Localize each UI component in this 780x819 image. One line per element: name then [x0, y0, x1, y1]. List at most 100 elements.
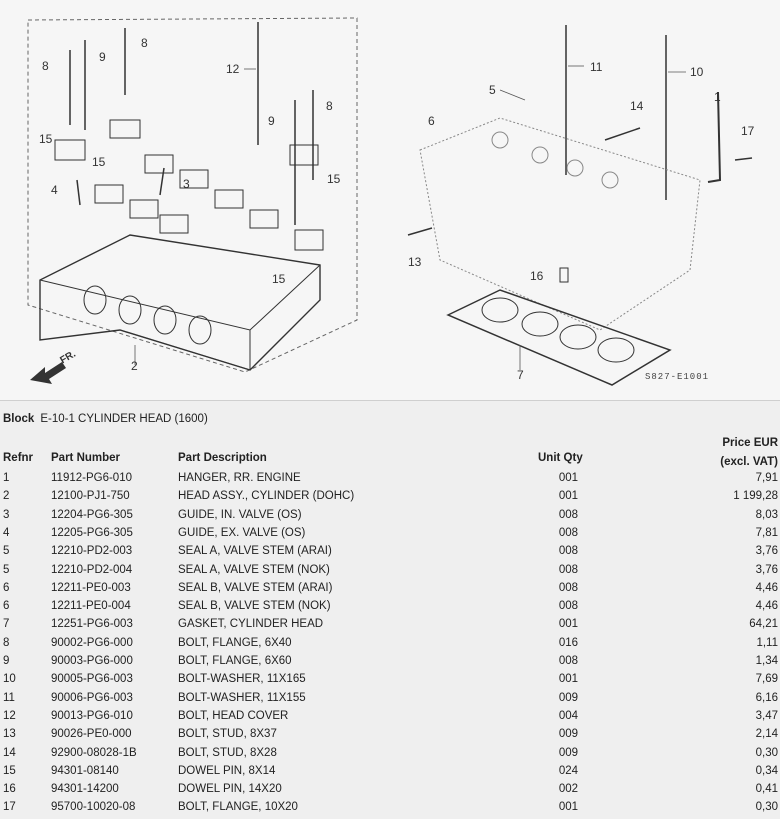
cell-part-number: 12210-PD2-003: [51, 545, 133, 558]
col-part-number: Part Number: [51, 452, 121, 464]
cell-unit-qty: 008: [558, 581, 578, 594]
callout-2: 2: [131, 359, 138, 373]
cell-unit-qty: 008: [558, 655, 578, 667]
callout-7: 7: [517, 368, 524, 382]
cell-part-number: 92900-08028-1B: [51, 746, 137, 759]
cell-unit-qty: 024: [558, 764, 578, 777]
cell-part-number: 90026-PE0-000: [51, 728, 132, 741]
col-price-line1: Price EUR: [722, 437, 778, 449]
cell-part-number: 12211-PE0-004: [51, 600, 131, 613]
cell-description: SEAL B, VALVE STEM (NOK): [178, 600, 331, 613]
cell-part-number: 12100-PJ1-750: [51, 490, 130, 503]
cell-part-number: 12204-PG6-305: [51, 508, 133, 521]
col-unit-qty: Unit Qty: [538, 452, 583, 464]
cell-refnr: 15: [3, 764, 16, 777]
cell-description: BOLT, STUD, 8X28: [178, 746, 277, 759]
callout-5: 5: [489, 83, 496, 97]
cell-refnr: 3: [3, 508, 10, 521]
cell-unit-qty: 009: [558, 691, 578, 704]
cell-description: SEAL A, VALVE STEM (NOK): [178, 563, 330, 576]
callout-9: 9: [268, 114, 275, 128]
cell-price: 1,11: [756, 636, 778, 649]
cell-price: 1,34: [755, 655, 778, 667]
cell-description: BOLT, HEAD COVER: [178, 709, 289, 722]
cell-description: BOLT, FLANGE, 6X40: [178, 636, 292, 649]
cell-price: 0,34: [755, 764, 778, 777]
cell-unit-qty: 008: [558, 526, 578, 539]
cell-part-number: 12211-PE0-003: [51, 581, 131, 594]
callout-1: 1: [714, 90, 721, 104]
callout-13: 13: [408, 255, 422, 269]
cell-refnr: 7: [3, 618, 10, 631]
cell-refnr: 17: [3, 801, 16, 814]
cell-price: 8,03: [755, 508, 778, 521]
exploded-view-drawing: [27, 17, 753, 386]
cell-unit-qty: 004: [558, 709, 578, 722]
cell-part-number: 11912-PG6-010: [51, 472, 132, 484]
callout-8: 8: [326, 99, 333, 113]
front-arrow-icon: [30, 362, 66, 384]
cell-price: 0,30: [755, 801, 778, 814]
cell-price: 1 199,28: [733, 490, 778, 503]
callout-12: 12: [226, 62, 240, 76]
cell-description: HANGER, RR. ENGINE: [178, 472, 301, 484]
callout-15: 15: [327, 172, 341, 186]
cell-unit-qty: 002: [558, 783, 578, 796]
cell-refnr: 16: [3, 783, 16, 796]
callout-11: 11: [590, 60, 603, 74]
cell-description: SEAL B, VALVE STEM (ARAI): [178, 581, 333, 594]
cell-part-number: 90002-PG6-000: [51, 636, 133, 649]
callout-6: 6: [428, 114, 435, 128]
callout-3: 3: [183, 177, 190, 191]
cell-price: 2,14: [755, 728, 778, 741]
callout-8: 8: [42, 59, 49, 73]
cell-unit-qty: 001: [558, 673, 578, 686]
cell-unit-qty: 001: [558, 801, 578, 814]
cell-price: 4,46: [755, 600, 778, 613]
cell-price: 6,16: [755, 691, 778, 704]
callout-14: 14: [630, 99, 644, 113]
cell-refnr: 10: [3, 673, 16, 686]
callout-15: 15: [39, 132, 53, 146]
cell-refnr: 8: [3, 636, 10, 649]
col-description: Part Description: [178, 452, 267, 464]
cell-refnr: 2: [3, 490, 10, 503]
diagram-code: S827-E1001: [645, 372, 710, 382]
block-label: Block: [3, 413, 35, 425]
cell-unit-qty: 008: [558, 545, 578, 558]
cell-description: DOWEL PIN, 14X20: [178, 783, 282, 796]
cell-part-number: 90003-PG6-000: [51, 655, 133, 667]
cell-refnr: 6: [3, 600, 10, 613]
cell-price: 3,76: [755, 563, 778, 576]
cell-description: BOLT-WASHER, 11X155: [178, 691, 306, 704]
table-row[interactable]: 11 90006-PG6-003 BOLT-WASHER, 11X155 009 6,1…: [0, 692, 780, 710]
cell-part-number: 90006-PG6-003: [51, 691, 133, 704]
cell-refnr: 11: [3, 691, 15, 704]
cell-unit-qty: 009: [558, 746, 578, 759]
col-price: Price EUR (excl. VAT): [720, 434, 778, 472]
cell-price: 3,76: [755, 545, 778, 558]
cell-description: BOLT, FLANGE, 6X60: [178, 655, 292, 667]
cell-part-number: 95700-10020-08: [51, 801, 136, 814]
cell-description: GUIDE, EX. VALVE (OS): [178, 526, 306, 539]
cell-unit-qty: 001: [558, 618, 578, 631]
